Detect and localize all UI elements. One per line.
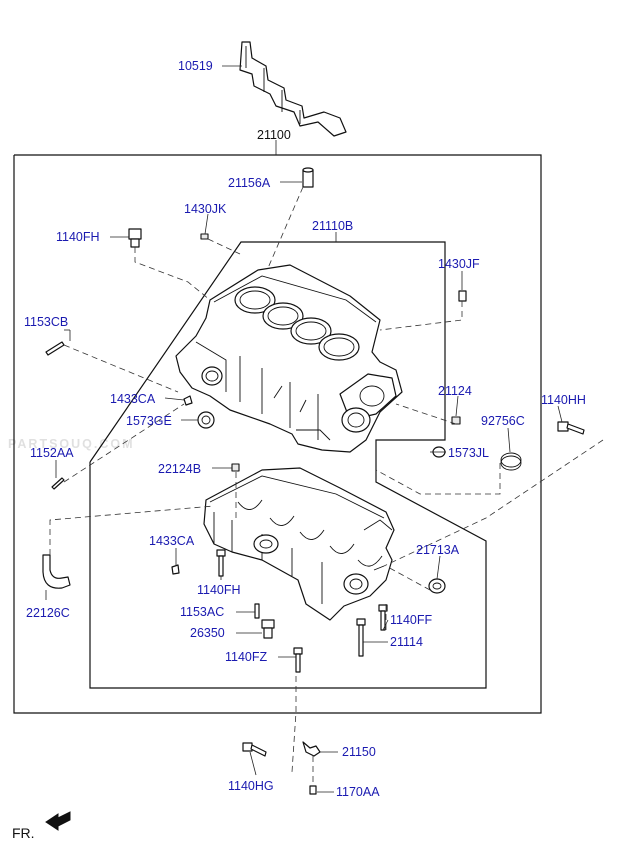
label-21713A[interactable]: 21713A [416, 543, 460, 557]
part-1573GE-cap[interactable] [197, 411, 215, 429]
part-21114-bolt[interactable] [356, 618, 366, 657]
label-22124B[interactable]: 22124B [158, 462, 201, 476]
label-1573GE[interactable]: 1573GE [126, 414, 172, 428]
part-1170AA-bolt[interactable] [309, 785, 317, 795]
part-1140FZ-bolt[interactable] [293, 647, 303, 673]
part-1430JF-pin[interactable] [458, 290, 467, 302]
label-1140FZ[interactable]: 1140FZ [225, 650, 268, 664]
part-1433CA-plug-top[interactable] [183, 395, 193, 406]
label-1430JF[interactable]: 1430JF [438, 257, 480, 271]
part-1152AA-pin[interactable] [51, 477, 65, 490]
part-1140FF-bolt[interactable] [378, 604, 388, 631]
part-1153CB-pin[interactable] [45, 341, 65, 356]
label-92756C[interactable]: 92756C [481, 414, 525, 428]
part-1140HG-bolt[interactable] [242, 742, 267, 757]
label-1433CA-low[interactable]: 1433CA [149, 534, 195, 548]
label-21150[interactable]: 21150 [342, 745, 376, 759]
part-1430JK-pin[interactable] [200, 233, 209, 240]
part-21156A-pin[interactable] [302, 167, 314, 188]
assembly-guide-lines [49, 186, 604, 786]
part-1140FH-bolt-low[interactable] [216, 549, 226, 577]
label-1153AC[interactable]: 1153AC [180, 605, 224, 619]
part-1433CA-plug-low[interactable] [171, 564, 180, 575]
label-1140FH-top[interactable]: 1140FH [56, 230, 100, 244]
part-21150-bracket[interactable] [302, 741, 321, 757]
label-22126C[interactable]: 22126C [26, 606, 70, 620]
label-26350[interactable]: 26350 [190, 626, 225, 640]
part-labels: 10519 21100 21156A 1430JK 1140FH 21110B … [24, 59, 586, 799]
part-22126C-hose[interactable] [42, 554, 71, 589]
front-label: FR. [12, 825, 35, 841]
label-21100[interactable]: 21100 [257, 128, 291, 142]
subassembly-frame-21110B [89, 241, 487, 689]
part-92756C-clip[interactable] [500, 452, 522, 471]
label-1170AA[interactable]: 1170AA [336, 785, 380, 799]
label-1573JL[interactable]: 1573JL [448, 446, 489, 460]
label-1140HG[interactable]: 1140HG [228, 779, 274, 793]
label-1140HH[interactable]: 1140HH [541, 393, 586, 407]
label-1430JK[interactable]: 1430JK [184, 202, 227, 216]
front-arrow-icon [45, 811, 71, 831]
part-22124B-plug[interactable] [231, 463, 240, 472]
label-10519[interactable]: 10519 [178, 59, 213, 73]
part-21713A-cap[interactable] [428, 578, 446, 594]
part-1140FH-bolt-top[interactable] [128, 228, 142, 248]
part-lower-crankcase[interactable] [203, 467, 395, 621]
label-1433CA-top[interactable]: 1433CA [110, 392, 156, 406]
part-10519-bracket[interactable] [239, 41, 347, 137]
label-1140FF[interactable]: 1140FF [390, 613, 433, 627]
label-21156A[interactable]: 21156A [228, 176, 271, 190]
label-21124[interactable]: 21124 [438, 384, 472, 398]
front-direction-indicator: FR. [12, 811, 71, 841]
part-21110B-cylinder-block[interactable] [175, 264, 403, 453]
part-1153AC-pin[interactable] [254, 603, 260, 619]
part-26350-fitting[interactable] [261, 619, 275, 639]
part-1140HH-bolt[interactable] [557, 421, 585, 435]
assembly-frame-21100 [13, 154, 542, 714]
watermark: PARTSOUQ.COM [8, 437, 135, 451]
label-1152AA[interactable]: 1152AA [30, 446, 74, 460]
label-21114[interactable]: 21114 [390, 635, 423, 649]
label-1153CB[interactable]: 1153CB [24, 315, 68, 329]
label-21110B[interactable]: 21110B [312, 219, 353, 233]
label-1140FH-low[interactable]: 1140FH [197, 583, 241, 597]
leader-lines [45, 65, 563, 793]
